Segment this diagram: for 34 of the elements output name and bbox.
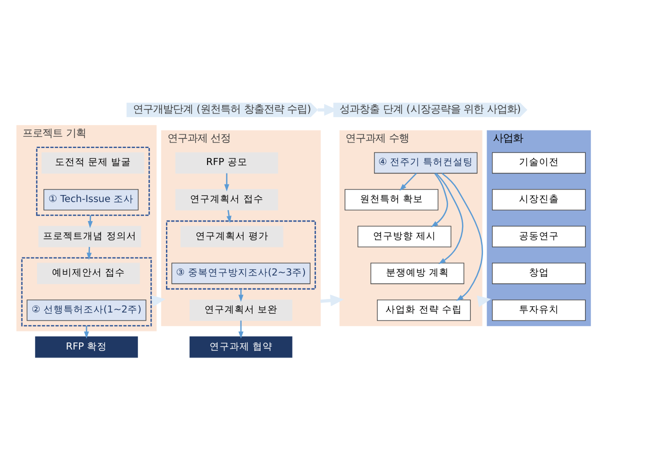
arrow	[320, 294, 344, 306]
arrow	[226, 210, 232, 223]
node-box: 창업	[492, 262, 586, 284]
cluster	[166, 220, 316, 290]
node-box: ③ 중복연구방지조사(2~3주)	[171, 262, 310, 284]
arrow	[431, 172, 448, 228]
node-box: 프로젝트개념 정의서	[38, 226, 142, 248]
node-box: 원천특허 확보	[344, 189, 438, 210]
node-box: ① Tech-Issue 조사	[44, 189, 139, 210]
arrow	[88, 215, 93, 228]
node-box: 기술이전	[492, 152, 586, 174]
node-box: 투자유치	[492, 300, 586, 321]
node-box: 연구과제 협약	[190, 336, 292, 358]
arrow	[224, 173, 230, 192]
node-box: ② 선행특허조사(1~2주)	[26, 300, 146, 321]
arrow	[238, 320, 244, 339]
node-box: 연구방향 제시	[358, 226, 452, 248]
arrow	[400, 172, 417, 191]
cluster	[21, 257, 152, 326]
node-box: RFP 공모	[175, 152, 278, 174]
node-box: RFP 확정	[35, 336, 138, 358]
node-box: ④ 전주기 특허컨설팅	[374, 152, 478, 174]
arrow	[476, 296, 492, 308]
arrow	[151, 295, 166, 307]
node-box: 연구계획서 보완	[190, 300, 292, 321]
node-box: 분쟁예방 계획	[370, 262, 464, 284]
arrow	[86, 246, 92, 260]
node-box: 연구계획서 접수	[175, 189, 278, 210]
node-box: 시장진출	[492, 189, 586, 210]
node-box: 사업화 전략 수립	[376, 300, 471, 321]
node-box: 공동연구	[492, 226, 586, 248]
arrow	[436, 172, 464, 264]
arrow	[442, 172, 483, 301]
cluster	[36, 146, 150, 216]
